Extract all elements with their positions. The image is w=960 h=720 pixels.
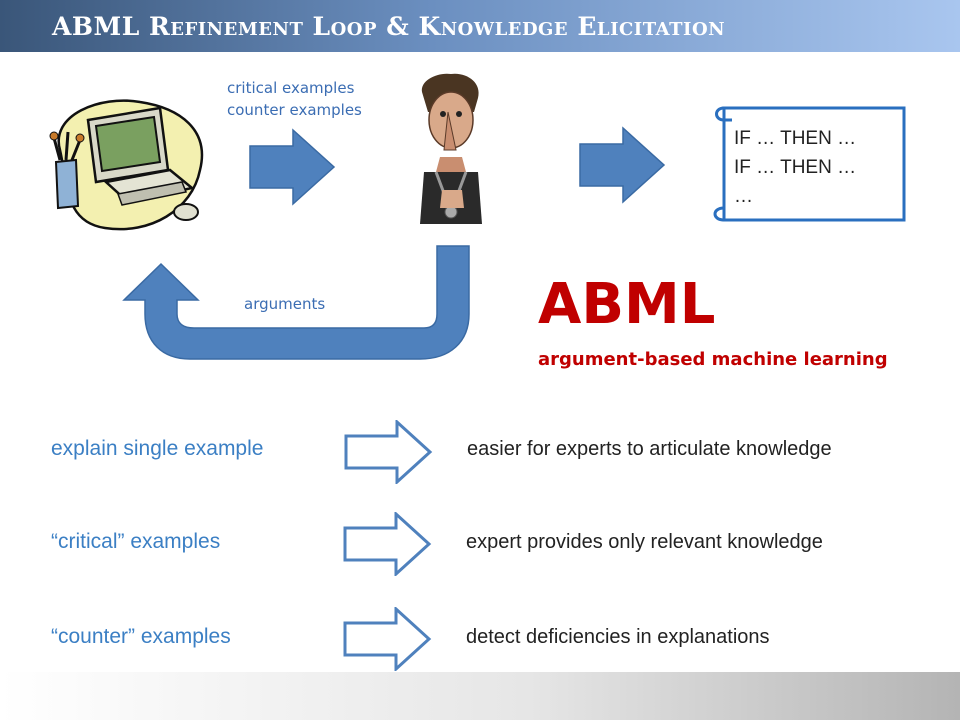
benefit-left-text: “critical” examples: [51, 530, 221, 553]
examples-label: critical examples counter examples: [227, 77, 362, 121]
arrow-right-icon: [579, 126, 666, 204]
arguments-label: arguments: [244, 295, 326, 313]
footer-bar: [0, 672, 960, 720]
abml-heading: ABML: [538, 272, 716, 337]
rules-list: IF … THEN … IF … THEN … …: [734, 124, 856, 211]
benefit-left-text: explain single example: [51, 437, 264, 460]
abml-subheading: argument-based machine learning: [538, 349, 888, 370]
outline-arrow-icon: [343, 512, 432, 576]
rule-line: IF … THEN …: [734, 157, 857, 178]
benefit-right-text: easier for experts to articulate knowled…: [467, 438, 832, 460]
critical-examples-label: critical examples: [227, 79, 355, 97]
benefit-right-text: expert provides only relevant knowledge: [466, 531, 823, 553]
computer-clipart-icon: [49, 99, 204, 231]
expert-caricature-icon: [420, 73, 482, 224]
arrow-right-icon: [249, 128, 336, 206]
benefit-right-text: detect deficiencies in explanations: [466, 626, 770, 648]
outline-arrow-icon: [344, 420, 433, 484]
outline-arrow-icon: [343, 607, 432, 671]
page-title: ABML Refinement Loop & Knowledge Elicita…: [52, 12, 726, 41]
title-bar: ABML Refinement Loop & Knowledge Elicita…: [0, 0, 960, 52]
rule-line: IF … THEN …: [734, 128, 857, 149]
rule-line: …: [734, 186, 753, 207]
rules-scroll-icon: [713, 106, 906, 222]
uturn-arrow-icon: [122, 245, 470, 360]
counter-examples-label: counter examples: [227, 101, 362, 119]
benefit-left-text: “counter” examples: [51, 625, 231, 648]
